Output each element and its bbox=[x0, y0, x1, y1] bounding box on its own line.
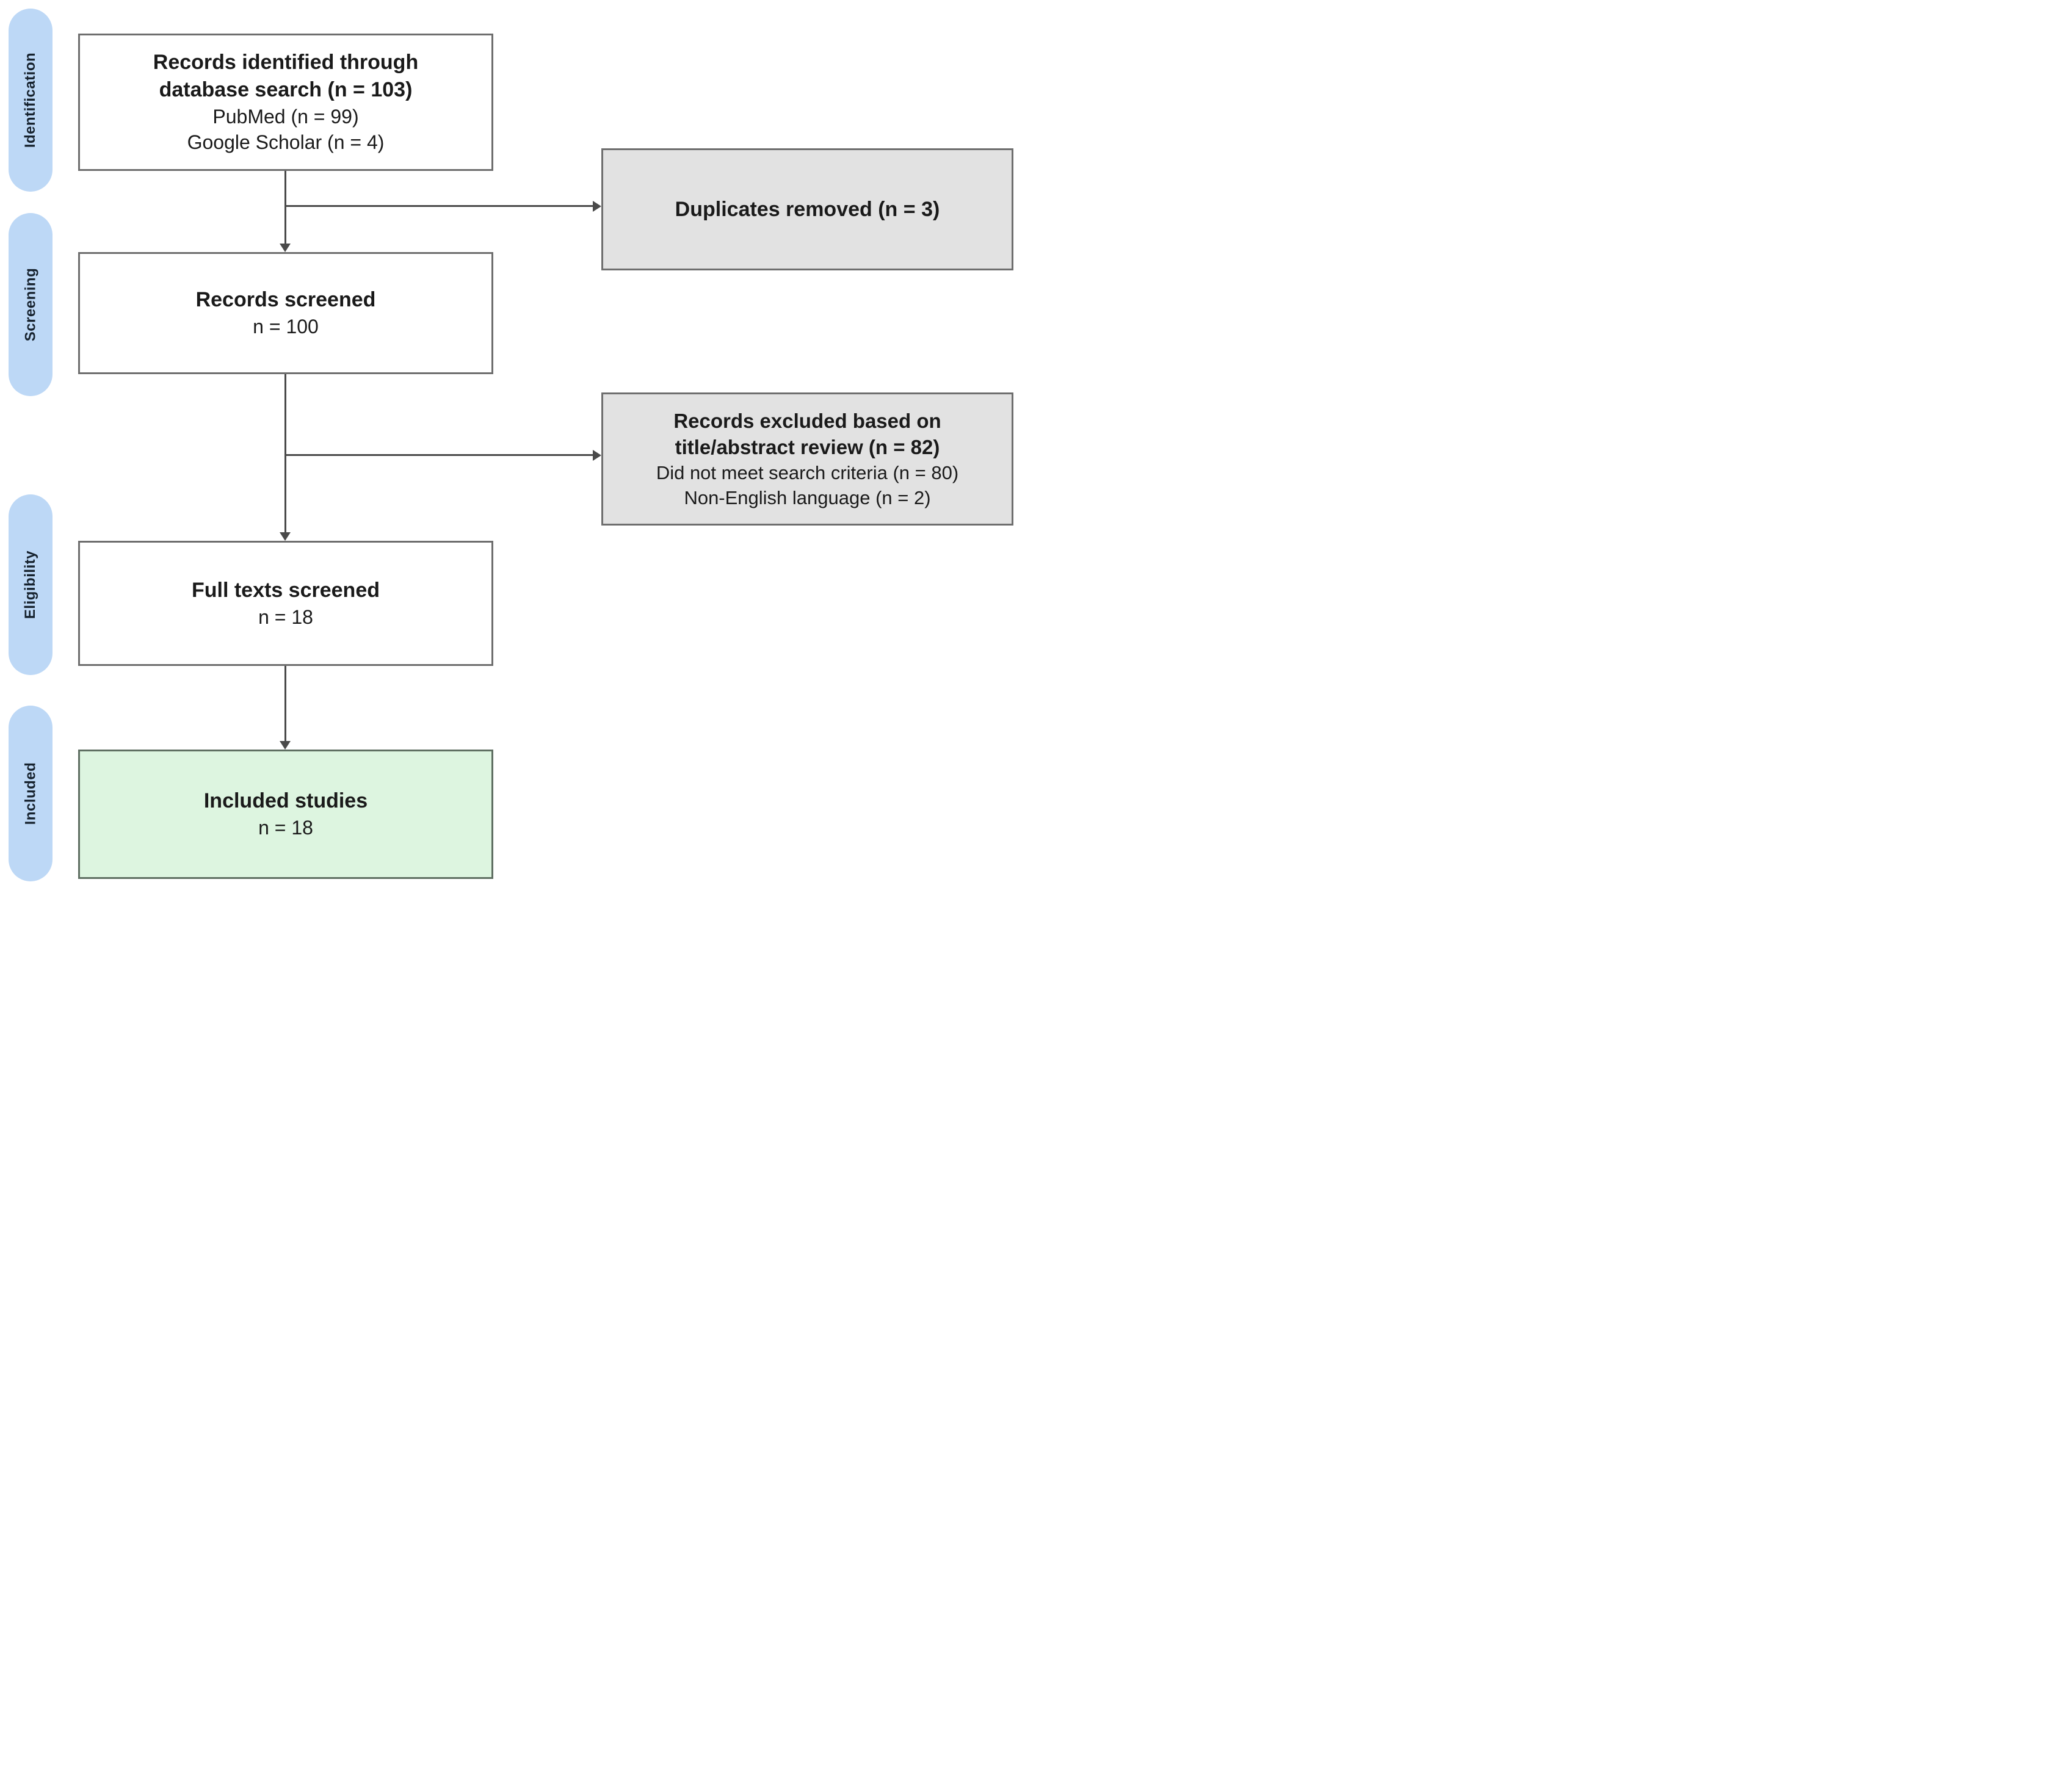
stage-pill-included: Included bbox=[9, 706, 53, 881]
stage-pill-screening: Screening bbox=[9, 213, 53, 396]
box-records-excluded: Records excluded based on title/abstract… bbox=[601, 392, 1013, 526]
box-records-screened: Records screened n = 100 bbox=[78, 252, 493, 374]
records-identified-google-scholar: Google Scholar (n = 4) bbox=[187, 131, 385, 154]
arrowhead-into-included-studies bbox=[280, 741, 291, 750]
records-excluded-reason-criteria: Did not meet search criteria (n = 80) bbox=[656, 461, 959, 483]
full-texts-screened-count: n = 18 bbox=[258, 605, 313, 628]
connector-to-duplicates-line bbox=[286, 205, 593, 207]
records-screened-count: n = 100 bbox=[253, 316, 319, 338]
records-excluded-reason-language: Non-English language (n = 2) bbox=[684, 486, 931, 508]
arrowhead-into-duplicates-removed bbox=[593, 201, 601, 212]
records-identified-pubmed: PubMed (n = 99) bbox=[212, 106, 359, 128]
connector-screened-to-fulltexts-line bbox=[284, 374, 286, 533]
records-excluded-title-line-1: Records excluded based on bbox=[673, 409, 941, 432]
stage-label-included: Included bbox=[22, 762, 39, 825]
records-excluded-title-line-2: title/abstract review (n = 82) bbox=[675, 436, 940, 459]
duplicates-removed-label: Duplicates removed (n = 3) bbox=[675, 197, 940, 221]
stage-label-eligibility: Eligibility bbox=[22, 550, 38, 620]
stage-label-identification: Identification bbox=[22, 52, 38, 148]
records-identified-title-line-2: database search (n = 103) bbox=[159, 78, 413, 102]
records-screened-title: Records screened bbox=[195, 288, 376, 312]
box-duplicates-removed: Duplicates removed (n = 3) bbox=[601, 148, 1013, 270]
box-full-texts-screened: Full texts screened n = 18 bbox=[78, 541, 493, 666]
included-studies-count: n = 18 bbox=[258, 817, 313, 839]
connector-to-excluded-line bbox=[286, 454, 593, 456]
arrowhead-into-records-excluded bbox=[593, 450, 601, 461]
records-identified-title-line-1: Records identified through bbox=[153, 51, 419, 74]
connector-fulltexts-to-included-line bbox=[284, 666, 286, 742]
arrowhead-into-full-texts-screened bbox=[280, 532, 291, 541]
arrowhead-into-records-screened bbox=[280, 244, 291, 252]
full-texts-screened-title: Full texts screened bbox=[191, 578, 380, 602]
box-records-identified: Records identified through database sear… bbox=[78, 34, 493, 171]
stage-pill-identification: Identification bbox=[9, 9, 53, 192]
connector-identified-to-screened-line bbox=[284, 171, 286, 244]
included-studies-title: Included studies bbox=[203, 789, 368, 813]
prisma-flow-diagram: Identification Screening Eligibility Inc… bbox=[0, 0, 1036, 894]
box-included-studies: Included studies n = 18 bbox=[78, 750, 493, 879]
stage-pill-eligibility: Eligibility bbox=[9, 494, 53, 675]
stage-label-screening: Screening bbox=[22, 267, 39, 342]
